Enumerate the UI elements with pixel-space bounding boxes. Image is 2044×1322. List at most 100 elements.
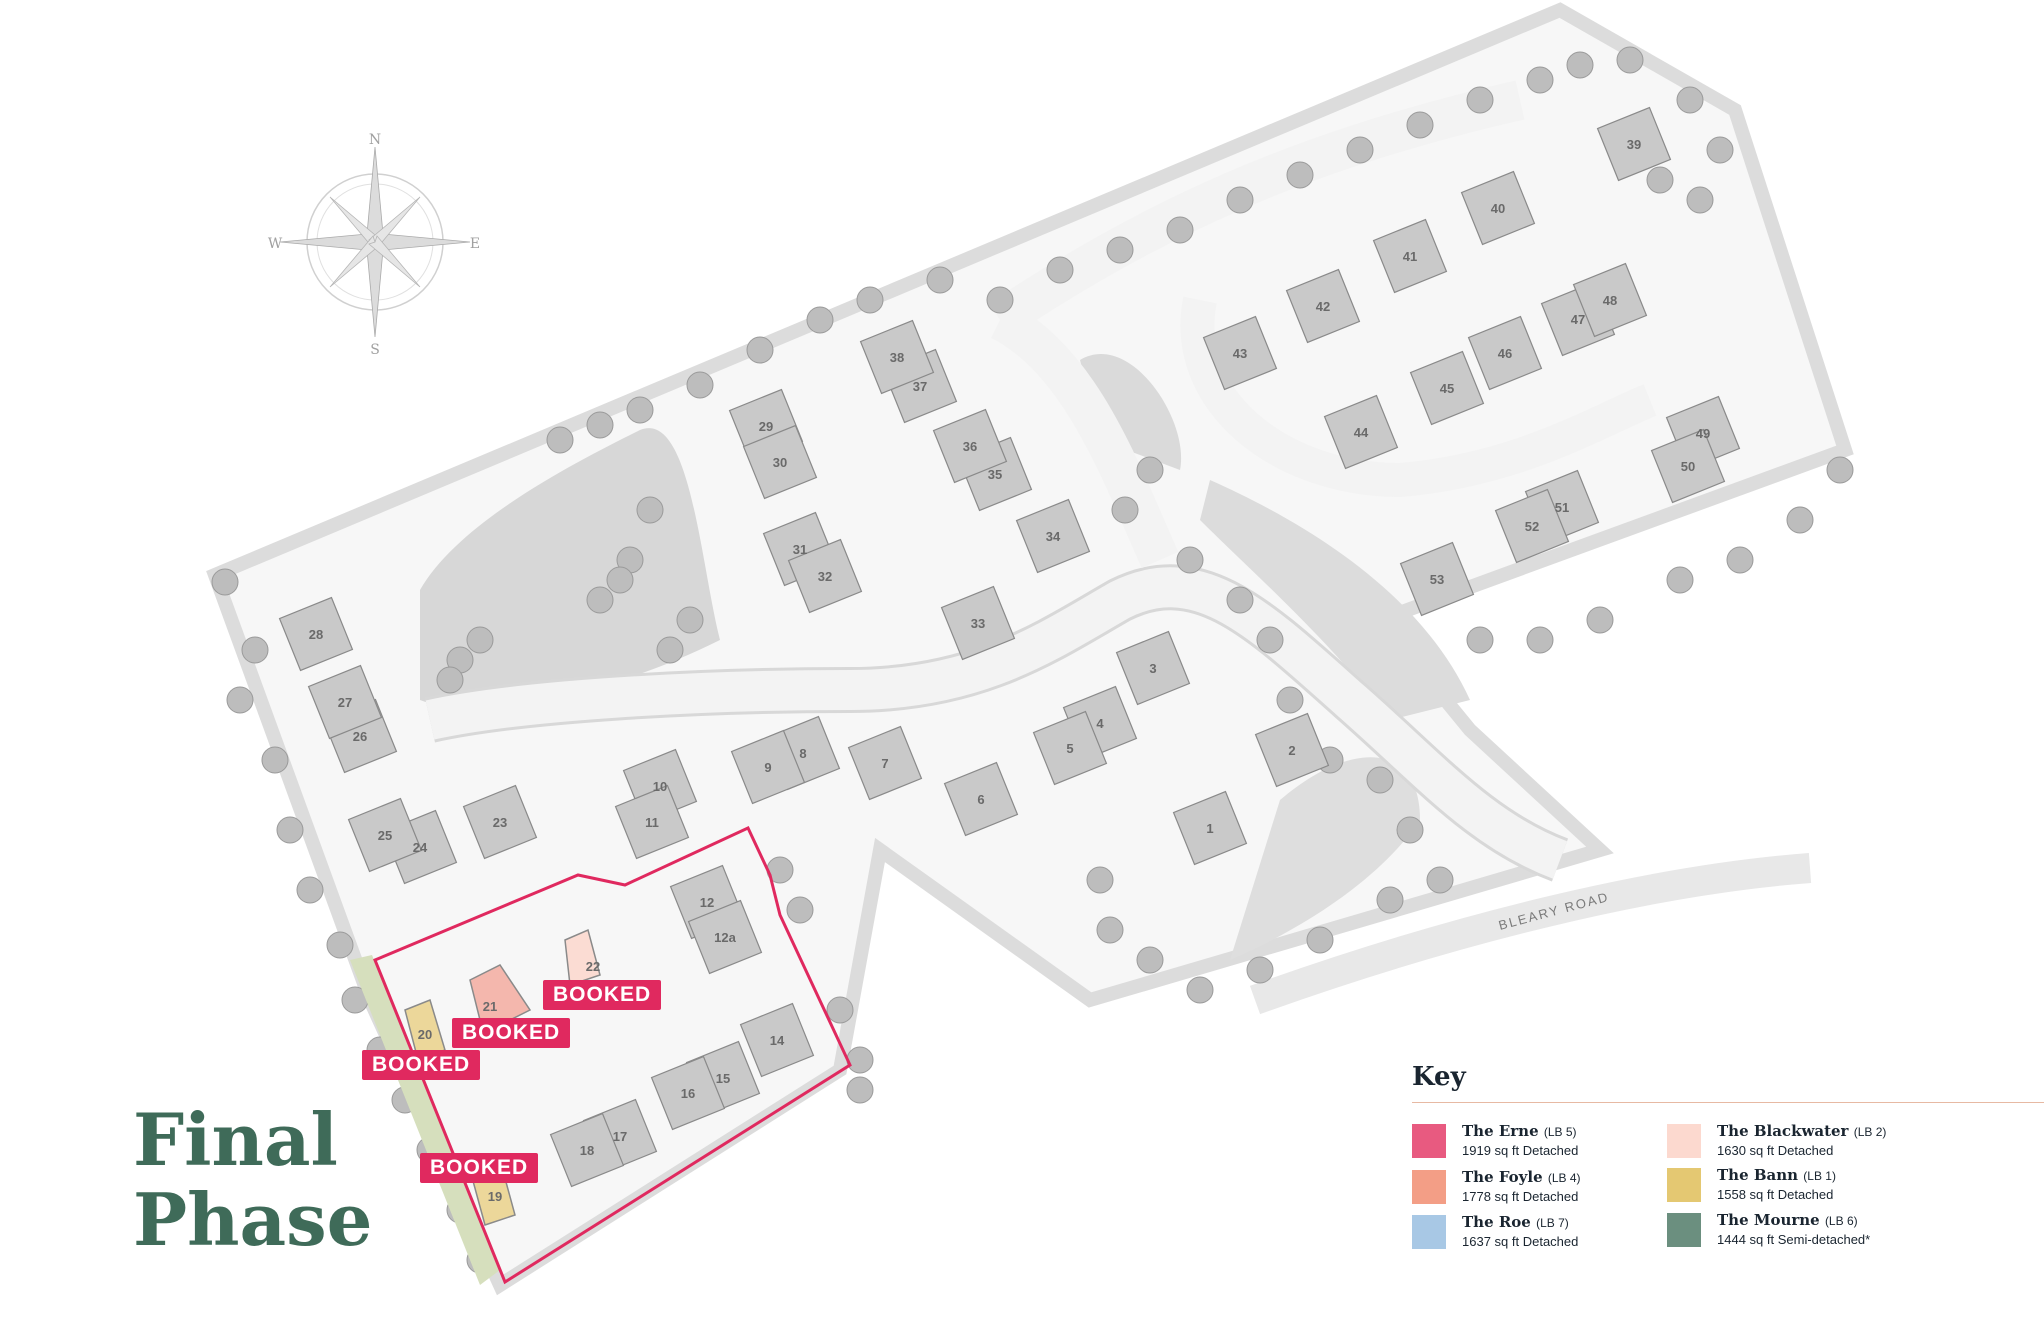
plot-label-46: 46: [1498, 346, 1512, 361]
key-item-name: The Roe (LB 7): [1462, 1213, 1569, 1231]
plot-33-building[interactable]: [940, 585, 1016, 661]
plot-label-39: 39: [1627, 137, 1641, 152]
plot-43-building[interactable]: [1202, 315, 1278, 391]
plot-label-35: 35: [988, 467, 1002, 482]
plot-label-26: 26: [353, 729, 367, 744]
key-swatch: [1412, 1124, 1446, 1158]
plot-label-53: 53: [1430, 572, 1444, 587]
plot-23-building[interactable]: [462, 784, 538, 860]
key-item-name: The Bann (LB 1): [1717, 1166, 1836, 1184]
tree-icon: [656, 636, 684, 664]
tree-icon: [1166, 216, 1194, 244]
plot-46-building[interactable]: [1467, 315, 1543, 391]
plot-14-building[interactable]: [739, 1002, 815, 1078]
plot-label-43: 43: [1233, 346, 1247, 361]
key-item-desc: 1630 sq ft Detached: [1717, 1143, 1834, 1158]
plot-label-36: 36: [963, 439, 977, 454]
plot-16-building[interactable]: [650, 1055, 726, 1131]
hedge-strip: [350, 955, 500, 1285]
plot-label-2: 2: [1288, 743, 1295, 758]
final-phase-boundary: [373, 826, 852, 1285]
key-item-name: The Erne (LB 5): [1462, 1122, 1577, 1140]
plot-44-building[interactable]: [1323, 394, 1399, 470]
key-legend: Key The Erne (LB 5) 1919 sq ft Detached …: [1412, 1062, 2044, 1249]
tree-icon: [261, 746, 289, 774]
tree-icon: [1676, 86, 1704, 114]
key-swatch: [1412, 1170, 1446, 1204]
plot-28-building[interactable]: [278, 596, 354, 672]
plot-label-40: 40: [1491, 201, 1505, 216]
key-item-desc: 1444 sq ft Semi-detached*: [1717, 1232, 1871, 1247]
tree-icon: [1826, 456, 1854, 484]
plot-5-building[interactable]: [1032, 710, 1108, 786]
plot-41-building[interactable]: [1372, 218, 1448, 294]
tree-icon: [1346, 136, 1374, 164]
plot-6-building[interactable]: [943, 761, 1019, 837]
plot-42-building[interactable]: [1285, 268, 1361, 344]
plot-25-building[interactable]: [347, 797, 423, 873]
plot-52-building[interactable]: [1494, 488, 1570, 564]
tree-icon: [1616, 46, 1644, 74]
key-title: Key: [1412, 1062, 1466, 1092]
plot-label-34: 34: [1046, 529, 1061, 544]
plot-32-building[interactable]: [787, 538, 863, 614]
plot-label-19: 19: [488, 1189, 502, 1204]
plot-buildings: [278, 106, 1741, 1188]
tree-icon: [1226, 186, 1254, 214]
plot-50-building[interactable]: [1650, 428, 1726, 504]
tree-icon: [1726, 546, 1754, 574]
tree-icon: [786, 896, 814, 924]
plot-label-12: 12: [700, 895, 714, 910]
compass-west: W: [268, 236, 283, 252]
plot-22-highlight[interactable]: [564, 928, 601, 987]
plot-7-building[interactable]: [847, 725, 923, 801]
plot-label-47: 47: [1571, 312, 1585, 327]
key-item-mourne: The Mourne (LB 6) 1444 sq ft Semi-detach…: [1667, 1211, 1927, 1251]
plot-label-23: 23: [493, 815, 507, 830]
phase-title-line2: Phase: [133, 1177, 373, 1262]
tree-icon: [1406, 111, 1434, 139]
plot-label-18: 18: [580, 1143, 594, 1158]
plot-3-building[interactable]: [1115, 630, 1191, 706]
plot-11-building[interactable]: [614, 784, 690, 860]
plot-label-27: 27: [338, 695, 352, 710]
key-item-foyle: The Foyle (LB 4) 1778 sq ft Detached: [1412, 1168, 1672, 1208]
plot-48-building[interactable]: [1572, 262, 1648, 338]
tree-icon: [676, 606, 704, 634]
plot-21-highlight[interactable]: [469, 964, 532, 1026]
tree-icon: [826, 996, 854, 1024]
plot-30-building[interactable]: [742, 424, 818, 500]
plot-27-building[interactable]: [307, 664, 383, 740]
plot-label-25: 25: [378, 828, 392, 843]
tree-icon: [1526, 66, 1554, 94]
compass-rose-icon: N E S W: [268, 132, 480, 358]
plot-9-building[interactable]: [730, 729, 806, 805]
tree-icon: [806, 306, 834, 334]
plot-label-17: 17: [613, 1129, 627, 1144]
key-swatch: [1667, 1124, 1701, 1158]
plot-40-building[interactable]: [1460, 170, 1536, 246]
tree-icon: [1136, 946, 1164, 974]
compass-north: N: [369, 132, 381, 148]
plot-45-building[interactable]: [1409, 350, 1485, 426]
plot-2-building[interactable]: [1254, 712, 1330, 788]
key-swatch: [1667, 1168, 1701, 1202]
plot-38-building[interactable]: [859, 319, 935, 395]
key-swatch: [1412, 1215, 1446, 1249]
plot-12a-building[interactable]: [687, 899, 763, 975]
tree-icon: [1276, 686, 1304, 714]
plot-39-building[interactable]: [1596, 106, 1672, 182]
tree-icon: [226, 686, 254, 714]
plot-1-building[interactable]: [1172, 790, 1248, 866]
tree-icon: [586, 411, 614, 439]
phase-title-line1: Final: [133, 1097, 338, 1182]
plot-36-building[interactable]: [932, 408, 1008, 484]
crescent-road: [1180, 296, 1657, 498]
plot-18-building[interactable]: [549, 1112, 625, 1188]
plot-53-building[interactable]: [1399, 541, 1475, 617]
plot-34-building[interactable]: [1015, 498, 1091, 574]
tree-icon: [1646, 166, 1674, 194]
plot-label-37: 37: [913, 379, 927, 394]
tree-icon: [926, 266, 954, 294]
